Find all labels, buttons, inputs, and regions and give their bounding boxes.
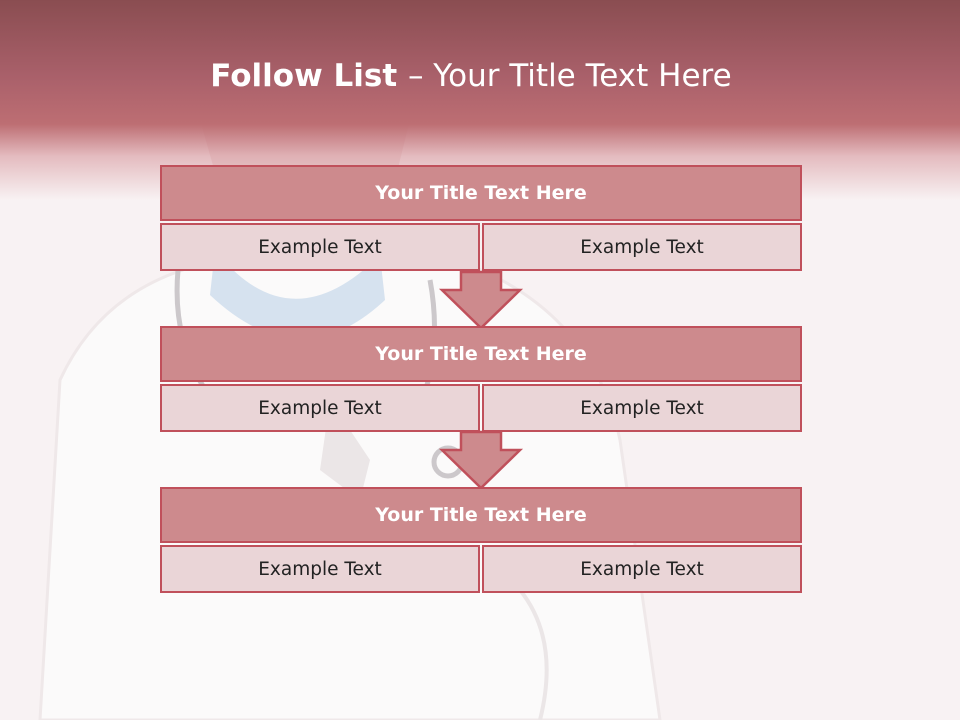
block-left-cell[interactable]: Example Text (160, 223, 480, 271)
block-right-cell[interactable]: Example Text (482, 384, 802, 432)
block-title[interactable]: Your Title Text Here (160, 326, 802, 382)
block-left-cell[interactable]: Example Text (160, 384, 480, 432)
down-arrow-icon (438, 430, 524, 490)
block-title[interactable]: Your Title Text Here (160, 165, 802, 221)
block-title[interactable]: Your Title Text Here (160, 487, 802, 543)
block-left-cell[interactable]: Example Text (160, 545, 480, 593)
list-block-3: Your Title Text Here Example Text Exampl… (160, 487, 802, 593)
list-block-2: Your Title Text Here Example Text Exampl… (160, 326, 802, 432)
down-arrow-icon (438, 270, 524, 330)
block-right-cell[interactable]: Example Text (482, 545, 802, 593)
title-strong: Follow List (210, 58, 408, 94)
title-rest: – Your Title Text Here (407, 58, 732, 94)
page-title: Follow List – Your Title Text Here (0, 54, 942, 98)
list-block-1: Your Title Text Here Example Text Exampl… (160, 165, 802, 271)
block-right-cell[interactable]: Example Text (482, 223, 802, 271)
